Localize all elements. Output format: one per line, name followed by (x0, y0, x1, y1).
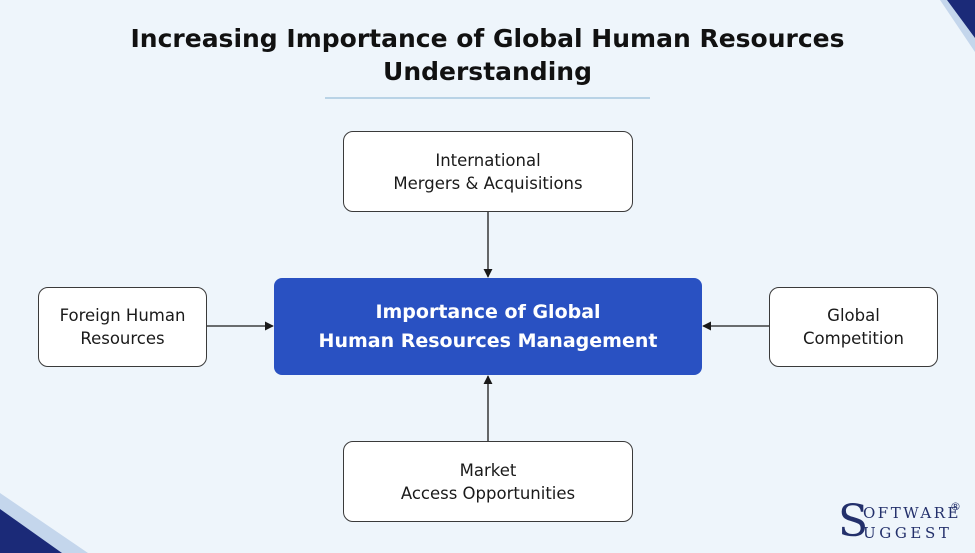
registered-mark: ® (950, 500, 961, 513)
corner-decoration-bottom-left (0, 493, 88, 553)
node-left-line-1: Foreign Human (59, 306, 186, 325)
node-top-line-2: Mergers & Acquisitions (393, 173, 583, 193)
node-foreign-human-resources: Foreign Human Resources (38, 287, 207, 367)
node-top-line-1: International (435, 150, 541, 170)
node-center-line-1: Importance of Global (375, 300, 601, 323)
node-bottom-line-1: Market (459, 460, 517, 480)
node-right-line-2: Competition (803, 329, 904, 348)
node-left-line-2: Resources (80, 329, 165, 348)
software-suggest-logo: S OFTWARE UGGEST ® (838, 500, 968, 546)
node-center-line-2: Human Resources Management (318, 329, 658, 352)
node-global-competition: Global Competition (769, 287, 938, 367)
node-market-access: Market Access Opportunities (343, 441, 633, 522)
title-line-2: Understanding (383, 57, 592, 86)
title-underline (325, 97, 650, 99)
node-center-importance: Importance of Global Human Resources Man… (274, 278, 702, 375)
node-bottom-line-2: Access Opportunities (400, 483, 576, 503)
logo-text-line-2: UGGEST (863, 524, 953, 542)
node-international-mergers: International Mergers & Acquisitions (343, 131, 633, 212)
corner-decoration-top-right (940, 0, 975, 52)
logo-text-line-1: OFTWARE (863, 504, 961, 522)
diagram-title: Increasing Importance of Global Human Re… (0, 22, 975, 88)
node-right-line-1: Global (827, 306, 880, 325)
title-line-1: Increasing Importance of Global Human Re… (130, 24, 845, 53)
logo-initial: S (838, 496, 869, 547)
